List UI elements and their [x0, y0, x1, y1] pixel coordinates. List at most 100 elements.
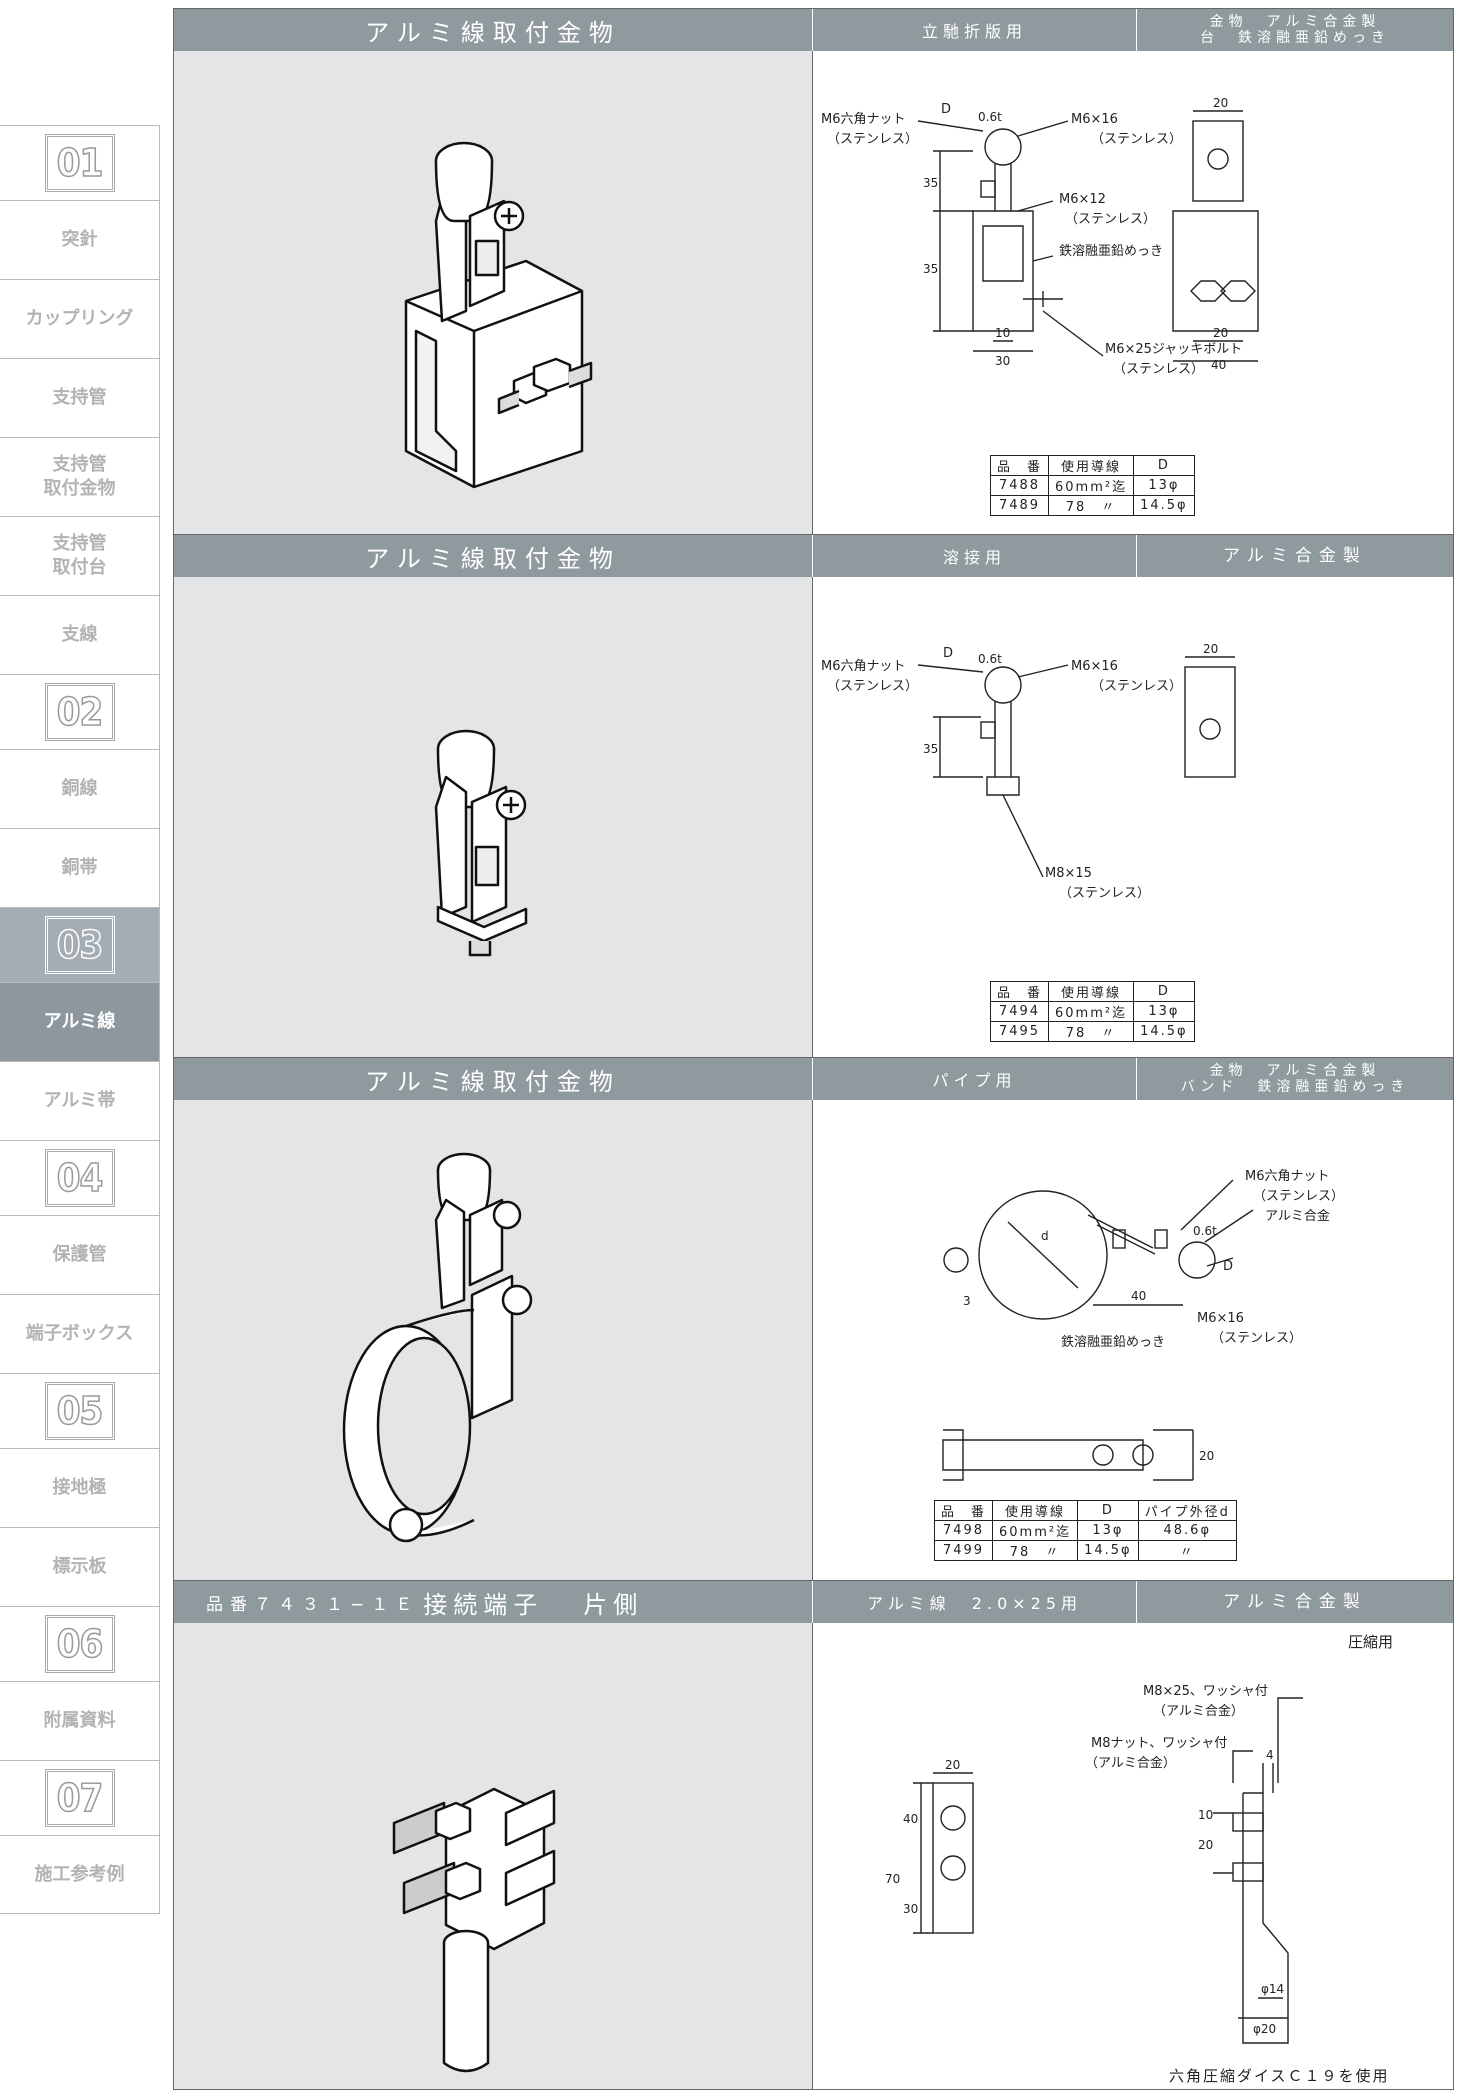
- sidebar-item[interactable]: 銅帯: [0, 828, 160, 907]
- part-number: 品番７４３１−１Ｅ: [206, 1594, 420, 1615]
- dimension-value: 35: [923, 176, 938, 190]
- sidebar-item-label: 標示板: [52, 1556, 107, 1577]
- table-header: 品 番: [933, 1500, 994, 1521]
- thickness-label: 0.6t: [978, 110, 1002, 124]
- table-header: D: [1133, 981, 1195, 1002]
- d-label: D: [941, 102, 951, 117]
- product-illustration: [174, 1100, 813, 1580]
- plating-label: 鉄溶融亜鉛めっき: [1061, 1335, 1165, 1350]
- chapter-tab-04[interactable]: 04: [0, 1140, 160, 1215]
- dimension-value: 40: [1131, 1289, 1146, 1303]
- sidebar-item-label: 附属資料: [43, 1710, 116, 1731]
- sidebar-item[interactable]: 突針: [0, 200, 160, 279]
- spec-table: 品 番 使用導線 D 7494 60mm²迄 13φ 7495 78 〃 14.…: [989, 981, 1195, 1042]
- sidebar-item-label: カップリング: [25, 308, 134, 329]
- die-note: 六角圧縮ダイスＣ１９を使用: [1169, 2067, 1390, 2085]
- sidebar-item[interactable]: 支持管 取付金物: [0, 437, 160, 516]
- usage-label: アルミ線 2.0×25用: [813, 1581, 1137, 1623]
- sidebar-item[interactable]: 支持管 取付台: [0, 516, 160, 595]
- table-header-row: 品 番 使用導線 D: [989, 455, 1195, 476]
- chapter-tab-02[interactable]: 02: [0, 674, 160, 749]
- dimension-value: 30: [903, 1902, 918, 1916]
- dimension-value: 40: [1211, 358, 1226, 372]
- thickness-label: 0.6t: [978, 652, 1002, 666]
- fitting-illustration: [434, 729, 528, 957]
- nut-material: （ステンレス）: [827, 132, 918, 147]
- bolt-label: M8×25、ワッシャ付: [1143, 1684, 1268, 1699]
- alloy-label: アルミ合金: [1265, 1208, 1330, 1224]
- table-cell: 7499: [933, 1540, 994, 1561]
- section-title: アルミ線取付金物: [174, 1058, 813, 1100]
- sidebar-item-label: 支持管 取付台: [52, 533, 107, 578]
- material-line: 金物 アルミ合金製: [1209, 1063, 1381, 1079]
- table-cell: 78 〃: [1048, 495, 1135, 516]
- technical-drawing: 圧縮用 M8×25、ワッシャ付 （アルミ合金） M8ナット、ワッシャ付 （アルミ…: [813, 1623, 1453, 2089]
- table-cell: 13φ: [1077, 1520, 1139, 1541]
- sidebar-item[interactable]: 銅線: [0, 749, 160, 828]
- sidebar-item-label: 支線: [61, 624, 98, 645]
- usage-label: 立馳折版用: [813, 9, 1137, 51]
- section-header: アルミ線取付金物 立馳折版用 金物 アルミ合金製 台 鉄溶融亜鉛めっき: [174, 9, 1453, 51]
- bolt-material: （アルミ合金）: [1153, 1703, 1244, 1719]
- sidebar-item[interactable]: アルミ帯: [0, 1061, 160, 1140]
- sidebar-item[interactable]: アルミ線: [0, 982, 160, 1061]
- material-label: アルミ合金製: [1137, 1581, 1453, 1623]
- table-cell: 60mm²迄: [992, 1520, 1079, 1541]
- dimension-value: 20: [1198, 1838, 1213, 1852]
- sidebar-item[interactable]: 附属資料: [0, 1681, 160, 1760]
- fitting-illustration: [404, 141, 593, 489]
- table-cell: 48.6φ: [1137, 1520, 1237, 1541]
- dimension-drawing: 圧縮用 M8×25、ワッシャ付 （アルミ合金） M8ナット、ワッシャ付 （アルミ…: [885, 1633, 1393, 2085]
- section-header: 品番７４３１−１Ｅ 接続端子 片側 アルミ線 2.0×25用 アルミ合金製: [174, 1581, 1453, 1623]
- chapter-tab-03[interactable]: 03: [0, 907, 160, 982]
- dimension-value: 20: [1203, 642, 1218, 656]
- sidebar-item-label: アルミ帯: [43, 1090, 116, 1111]
- sidebar-item-label: 接地極: [52, 1477, 107, 1498]
- sidebar-item[interactable]: 接地極: [0, 1448, 160, 1527]
- sidebar-item[interactable]: 支持管: [0, 358, 160, 437]
- jack-bolt-label: M6×25ジャッキボルト: [1105, 342, 1242, 357]
- chapter-number: 07: [44, 1769, 115, 1827]
- d-label: D: [1223, 1259, 1233, 1274]
- dimension-value: 10: [1198, 1808, 1213, 1822]
- dimension-value: 40: [903, 1812, 918, 1826]
- product-section-3: アルミ線取付金物 パイプ用 金物 アルミ合金製 バンド 鉄溶融亜鉛めっき: [173, 1057, 1454, 1581]
- bolt-label: M6×12: [1059, 192, 1106, 207]
- usage-label: 溶接用: [813, 535, 1137, 577]
- product-section-1: アルミ線取付金物 立馳折版用 金物 アルミ合金製 台 鉄溶融亜鉛めっき: [173, 8, 1454, 535]
- sidebar-item[interactable]: 標示板: [0, 1527, 160, 1606]
- chapter-tab-07[interactable]: 07: [0, 1760, 160, 1835]
- table-cell: 7495: [989, 1021, 1050, 1042]
- spec-table: 品 番 使用導線 D 7488 60mm²迄 13φ 7489 78 〃 14.…: [989, 455, 1195, 516]
- chapter-number: 04: [44, 1149, 115, 1207]
- table-header-row: 品 番 使用導線 D パイプ外径d: [933, 1500, 1237, 1521]
- table-cell: 13φ: [1133, 1001, 1195, 1022]
- product-illustration: [174, 51, 813, 534]
- chapter-tab-01[interactable]: 01: [0, 125, 160, 200]
- sidebar-item[interactable]: カップリング: [0, 279, 160, 358]
- table-cell: 78 〃: [992, 1540, 1079, 1561]
- nut-material: （アルミ合金）: [1085, 1755, 1176, 1771]
- sidebar-item-label: 端子ボックス: [25, 1323, 134, 1344]
- chapter-tab-06[interactable]: 06: [0, 1606, 160, 1681]
- table-row: 7488 60mm²迄 13φ: [989, 475, 1195, 496]
- table-cell: 60mm²迄: [1048, 1001, 1135, 1022]
- sidebar-item[interactable]: 支線: [0, 595, 160, 674]
- sidebar-item[interactable]: 保護管: [0, 1215, 160, 1294]
- dimension-drawing: M6六角ナット （ステンレス） D 0.6t M6×16 （ステンレス） M6×…: [821, 96, 1259, 377]
- pipe-d-label: d: [1041, 1229, 1049, 1243]
- table-row: 7494 60mm²迄 13φ: [989, 1001, 1195, 1022]
- chapter-tab-05[interactable]: 05: [0, 1373, 160, 1448]
- thickness-label: 0.6t: [1193, 1224, 1217, 1238]
- dimension-value: 35: [923, 262, 938, 276]
- dimension-value: 30: [995, 354, 1010, 368]
- spec-table: 品 番 使用導線 D パイプ外径d 7498 60mm²迄 13φ 48.6φ …: [933, 1500, 1237, 1561]
- sidebar-item[interactable]: 施工参考例: [0, 1835, 160, 1914]
- table-cell: 78 〃: [1048, 1021, 1135, 1042]
- table-row: 7495 78 〃 14.5φ: [989, 1021, 1195, 1042]
- technical-drawing: M6六角ナット （ステンレス） アルミ合金 D 0.6t M6×16 （ステンレ…: [813, 1100, 1453, 1580]
- fitting-illustration: [342, 1152, 533, 1543]
- table-cell: 14.5φ: [1133, 1021, 1195, 1042]
- sidebar-item[interactable]: 端子ボックス: [0, 1294, 160, 1373]
- table-header: 使用導線: [1048, 455, 1135, 476]
